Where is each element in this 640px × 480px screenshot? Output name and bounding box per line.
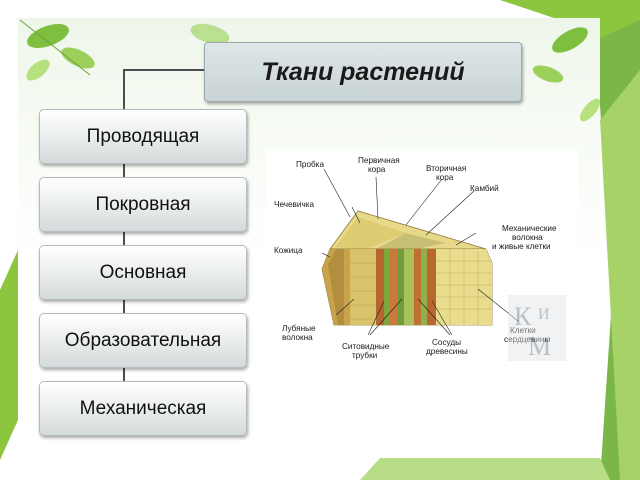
category-label: Основная	[99, 261, 187, 283]
label-pervichnaya-kora: кора	[368, 165, 386, 174]
leaf-icon	[532, 65, 564, 83]
category-obrazovatelnaya[interactable]: Образовательная	[39, 313, 247, 368]
label-sosudy-1: Сосуды	[432, 338, 461, 347]
category-mekhanicheskaya[interactable]: Механическая	[39, 381, 247, 436]
kim-logo-icon: К И М	[508, 295, 566, 361]
svg-text:К: К	[514, 302, 532, 331]
green-stripe-right-light	[600, 70, 640, 480]
label-probka: Пробка	[296, 160, 324, 169]
label-vtorichnaya: Вторичная	[426, 164, 466, 173]
category-label: Покровная	[95, 193, 191, 215]
svg-text:М: М	[528, 332, 551, 361]
stem-section-illustration: Пробка Первичная кора Вторичная кора Кам…	[266, 149, 578, 369]
slide-title: Ткани растений	[261, 57, 465, 86]
label-kambiy: Камбий	[470, 184, 499, 193]
leaf-icon	[27, 23, 69, 49]
svg-text:И: И	[538, 306, 550, 323]
label-vtorichnaya-kora: кора	[436, 173, 454, 182]
leaf-icon	[579, 98, 601, 122]
leaf-icon	[61, 47, 95, 69]
label-mekh-3: и живые клетки	[492, 242, 551, 251]
leaf-icon	[552, 27, 588, 53]
label-mekh-2: волокна	[512, 233, 543, 242]
connector-horizontal-top	[124, 69, 204, 71]
label-mekh-1: Механические	[502, 224, 557, 233]
label-lub-1: Лубяные	[282, 324, 316, 333]
category-pokrovnaya[interactable]: Покровная	[39, 177, 247, 232]
leaf-icon	[26, 59, 50, 81]
label-chechevichka: Чечевичка	[274, 200, 315, 209]
category-label: Проводящая	[86, 125, 200, 147]
green-corner-top-right	[500, 0, 640, 90]
label-serdts-2: сердцевины	[504, 335, 550, 344]
green-stripe-left	[0, 250, 18, 460]
category-provodyashchaya[interactable]: Проводящая	[39, 109, 247, 164]
category-label: Механическая	[79, 397, 207, 419]
label-serdts-1: Клетки	[510, 326, 536, 335]
label-lub-2: волокна	[282, 333, 313, 342]
label-sito-2: трубки	[352, 351, 377, 360]
label-kozhitsa: Кожица	[274, 246, 303, 255]
label-pervichnaya: Первичная	[358, 156, 400, 165]
title-box: Ткани растений	[204, 42, 522, 102]
category-osnovnaya[interactable]: Основная	[39, 245, 247, 300]
label-sito-1: Ситовидные	[342, 342, 390, 351]
label-sosudy-2: древесины	[426, 347, 468, 356]
category-label: Образовательная	[64, 329, 222, 351]
green-stripe-bottom	[360, 458, 610, 480]
leaf-icon	[190, 23, 230, 45]
